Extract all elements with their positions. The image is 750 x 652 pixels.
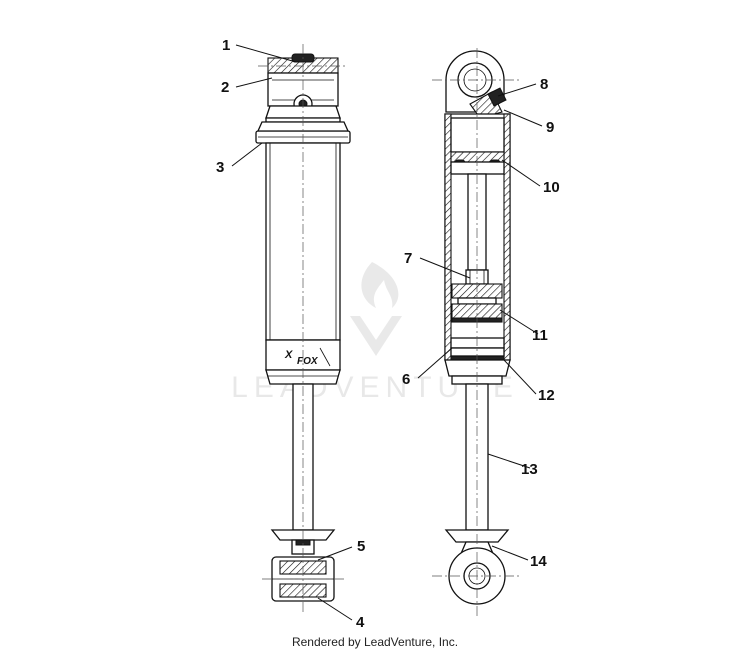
svg-text:FOX: FOX: [297, 356, 319, 367]
left-shock-exterior: X FOX: [255, 44, 351, 612]
callout-1: 1: [222, 37, 230, 54]
svg-text:X: X: [284, 349, 293, 361]
callout-8: 8: [540, 76, 548, 93]
callout-3: 3: [216, 159, 224, 176]
callout-11: 11: [532, 327, 548, 344]
callout-5: 5: [357, 538, 365, 555]
callout-12: 12: [538, 387, 555, 404]
credit-text: Rendered by LeadVenture, Inc.: [292, 635, 458, 649]
callout-9: 9: [546, 119, 554, 136]
callout-6: 6: [402, 371, 410, 388]
callout-13: 13: [521, 461, 538, 478]
callout-4: 4: [356, 614, 365, 631]
right-shock-cutaway: [432, 48, 520, 618]
callout-10: 10: [543, 179, 560, 196]
callout-2: 2: [221, 79, 229, 96]
callout-14: 14: [530, 553, 547, 570]
callout-7: 7: [404, 250, 412, 267]
leader-lines: [231, 44, 543, 621]
